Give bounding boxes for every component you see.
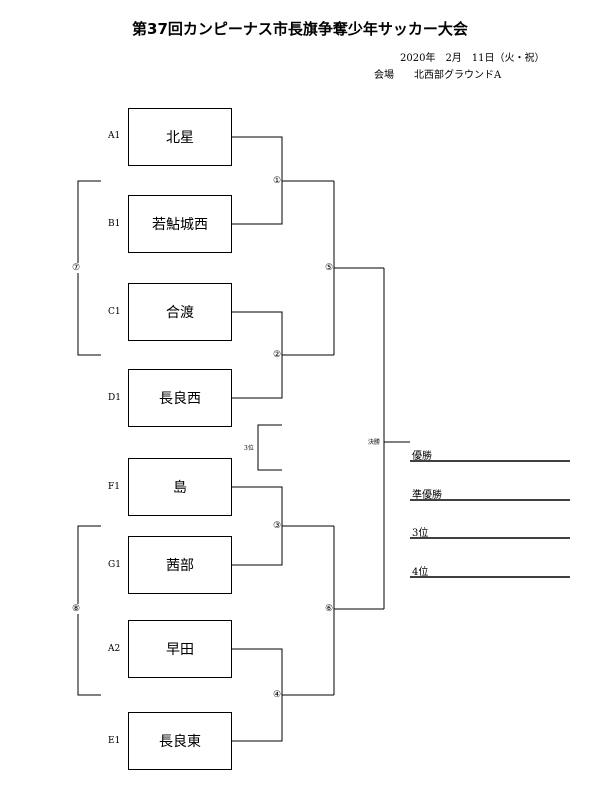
fourth-place-label: 4位 <box>412 567 429 578</box>
match-label-8: ⑧ <box>72 604 81 614</box>
match-label-7: ⑦ <box>72 263 81 273</box>
seed-label: A2 <box>108 644 121 654</box>
team-box: 合渡 <box>128 283 232 341</box>
match-label-3: ③ <box>273 521 282 531</box>
event-venue: 会場 北西部グラウンドA <box>374 70 502 81</box>
team-box: 長良東 <box>128 712 232 770</box>
match-label-4: ④ <box>273 690 282 700</box>
match-label-1: ① <box>273 176 282 186</box>
third-place-match-label: 3位 <box>244 444 254 454</box>
event-date: 2020年 2月 11日（火・祝） <box>400 53 545 64</box>
seed-label: B1 <box>108 219 121 229</box>
team-box: 北星 <box>128 108 232 166</box>
seed-label: A1 <box>108 131 121 141</box>
team-box: 島 <box>128 458 232 516</box>
seed-label: D1 <box>108 393 121 403</box>
match-label-2: ② <box>273 350 282 360</box>
team-box: 早田 <box>128 620 232 678</box>
seed-label: C1 <box>108 307 121 317</box>
match-label-6: ⑥ <box>325 604 334 614</box>
winner-label: 優勝 <box>412 451 432 462</box>
runner-up-label: 準優勝 <box>412 490 442 501</box>
team-box: 茜部 <box>128 536 232 594</box>
seed-label: G1 <box>108 560 121 570</box>
seed-label: E1 <box>108 736 121 746</box>
seed-label: F1 <box>108 482 120 492</box>
final-match-label: 決勝 <box>368 438 381 448</box>
team-box: 若鮎城西 <box>128 195 232 253</box>
third-place-label: 3位 <box>412 528 429 539</box>
tournament-title: 第37回カンピーナス市長旗争奪少年サッカー大会 <box>132 20 468 38</box>
match-label-5: ⑤ <box>325 263 334 273</box>
team-box: 長良西 <box>128 369 232 427</box>
